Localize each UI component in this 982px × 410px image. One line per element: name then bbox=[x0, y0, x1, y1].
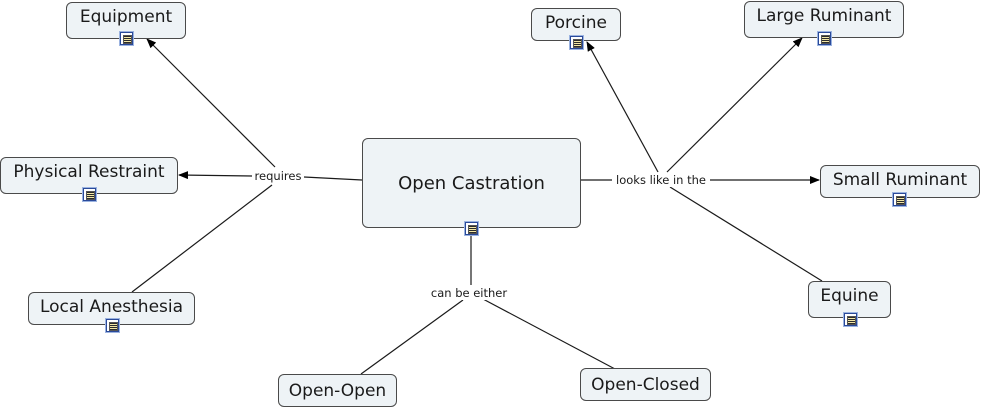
line-canbe-to-open-open bbox=[360, 299, 464, 375]
link-label-can-be-either: can be either bbox=[429, 286, 509, 300]
node-label: Open-Open bbox=[288, 380, 387, 401]
node-label: Equine bbox=[820, 286, 879, 306]
node-label: Open Castration bbox=[398, 172, 545, 194]
line-requires-to-equipment bbox=[146, 38, 276, 168]
line-looks-to-porcine bbox=[586, 41, 659, 173]
node-label: Local Anesthesia bbox=[39, 297, 184, 317]
node-label: Large Ruminant bbox=[756, 6, 892, 26]
node-open-castration[interactable]: Open Castration bbox=[362, 138, 581, 228]
link-label-requires: requires bbox=[253, 169, 303, 183]
node-small-ruminant[interactable]: Small Ruminant bbox=[820, 165, 980, 198]
node-local-anesthesia[interactable]: Local Anesthesia bbox=[28, 292, 195, 325]
node-large-ruminant[interactable]: Large Ruminant bbox=[744, 1, 904, 38]
line-looks-to-large-ruminant bbox=[666, 37, 803, 173]
resource-icon[interactable] bbox=[120, 32, 133, 45]
resource-icon[interactable] bbox=[893, 193, 906, 206]
resource-icon[interactable] bbox=[570, 36, 583, 49]
resource-icon[interactable] bbox=[844, 313, 857, 326]
line-requires-to-restraint bbox=[178, 171, 253, 180]
line-looks-to-equine bbox=[669, 186, 823, 282]
line-center-to-requires bbox=[303, 176, 363, 181]
node-open-closed[interactable]: Open-Closed bbox=[580, 368, 711, 401]
line-canbe-to-open-closed bbox=[482, 298, 616, 370]
node-label: Small Ruminant bbox=[832, 170, 968, 190]
node-label: Equipment bbox=[79, 7, 173, 27]
node-equine[interactable]: Equine bbox=[808, 281, 891, 318]
node-label: Physical Restraint bbox=[13, 162, 165, 182]
resource-icon[interactable] bbox=[83, 188, 96, 201]
resource-icon[interactable] bbox=[465, 222, 478, 235]
resource-icon[interactable] bbox=[818, 32, 831, 45]
node-open-open[interactable]: Open-Open bbox=[278, 374, 397, 407]
node-label: Porcine bbox=[545, 13, 607, 33]
node-porcine[interactable]: Porcine bbox=[531, 8, 621, 41]
line-requires-to-anesthesia bbox=[131, 184, 273, 293]
link-label-looks-like: looks like in the bbox=[615, 173, 707, 187]
resource-icon[interactable] bbox=[106, 319, 119, 332]
node-label: Open-Closed bbox=[591, 374, 700, 395]
